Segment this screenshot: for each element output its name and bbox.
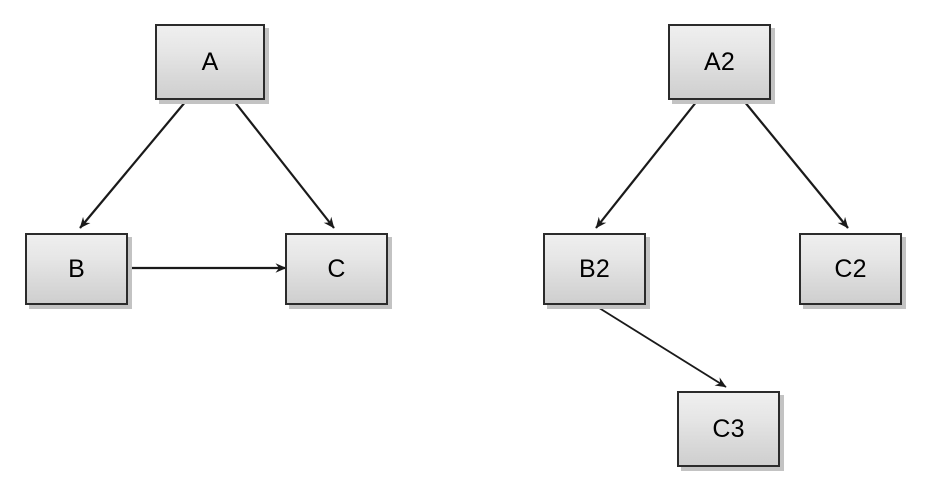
node-a[interactable]: A	[155, 24, 265, 100]
node-c2[interactable]: C2	[799, 233, 902, 305]
node-c[interactable]: C	[285, 233, 388, 305]
node-c2-label: C2	[834, 254, 867, 283]
node-a-label: A	[201, 47, 219, 76]
node-b[interactable]: B	[25, 233, 128, 305]
edge-a-to-b	[79, 100, 187, 229]
edge-a2-to-c2	[743, 100, 849, 229]
edge-a2-to-b2	[595, 100, 698, 229]
edge-a-to-c	[233, 100, 335, 229]
node-a2[interactable]: A2	[668, 24, 771, 100]
node-c3[interactable]: C3	[677, 391, 780, 467]
node-a2-label: A2	[704, 47, 735, 76]
node-b2-label: B2	[579, 254, 610, 283]
node-c3-label: C3	[712, 414, 745, 443]
node-b-label: B	[68, 254, 85, 283]
edge-b2-to-c3	[595, 305, 727, 388]
node-b2[interactable]: B2	[543, 233, 646, 305]
node-c-label: C	[327, 254, 346, 283]
